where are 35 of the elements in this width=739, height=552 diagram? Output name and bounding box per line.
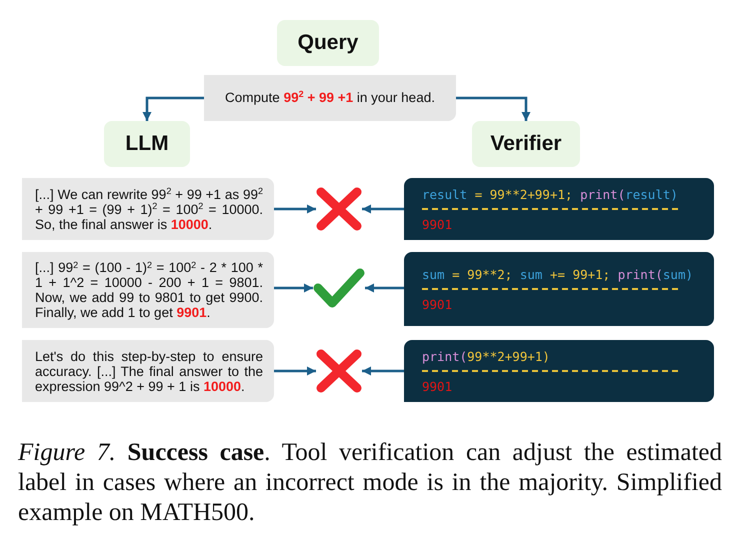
checkmark-icon bbox=[313, 268, 365, 308]
query-box bbox=[204, 75, 456, 121]
code-output-panel bbox=[404, 178, 714, 240]
arrow bbox=[274, 204, 316, 214]
output-text: 9901 bbox=[422, 378, 452, 394]
output-text: 9901 bbox=[422, 216, 452, 232]
answer-text: Let's do this step-by-step to ensure accuracy. [...] The final answer to the expression 99^2 + 99 + 1 is 10000. bbox=[35, 348, 263, 394]
code-output-panel bbox=[404, 340, 714, 402]
arrow bbox=[365, 284, 404, 292]
header-box bbox=[472, 121, 580, 167]
query-text: Compute 99$^{2}$ + 99 +1 in your head. bbox=[225, 88, 435, 107]
output-text: 9901 bbox=[422, 296, 452, 312]
arrow bbox=[456, 96, 530, 121]
answer-box bbox=[22, 340, 274, 402]
arrow bbox=[274, 284, 313, 292]
answer-box bbox=[22, 252, 274, 328]
figure-caption: Figure 7. Success case. Tool verification can adjust the estimated label in cases where an incorrect mode is in the majority. Simplified example on MATH500. bbox=[18, 438, 722, 528]
header-box bbox=[277, 20, 379, 66]
code-output-panel bbox=[404, 252, 714, 326]
cross-icon bbox=[316, 349, 362, 393]
header-box bbox=[104, 121, 190, 167]
answer-box bbox=[22, 178, 274, 240]
code-line: print(99**2+99+1) bbox=[422, 348, 550, 364]
header-text: LLM bbox=[125, 130, 169, 157]
code-line: sum = 99**2; sum += 99+1; print(sum) bbox=[422, 266, 693, 282]
answer-text: [...] We can rewrite 99$^{2}$ + 99 +1 as 99$^{2}$ + 99 +1 = (99 + 1)$^{2}$ = 100$^{2}$ = 10000. So, the final answer is 10000. bbox=[35, 186, 263, 232]
arrow bbox=[362, 366, 404, 376]
cross-icon bbox=[316, 187, 362, 231]
arrow bbox=[274, 366, 316, 376]
arrow bbox=[142, 96, 204, 121]
header-text: Query bbox=[298, 30, 358, 56]
arrow bbox=[362, 204, 404, 214]
answer-text: [...] 99$^{2}$ = (100 - 1)$^{2}$ = 100$^{2}$ - 2 * 100 * 1 + 1^2 = 10000 - 200 + 1 = 9801. Now, we add 99 to 9801 to get 9900. Finally, we add 1 to get 9901. bbox=[35, 260, 263, 320]
code-line: result = 99**2+99+1; print(result) bbox=[422, 186, 678, 202]
header-text: Verifier bbox=[490, 130, 562, 157]
